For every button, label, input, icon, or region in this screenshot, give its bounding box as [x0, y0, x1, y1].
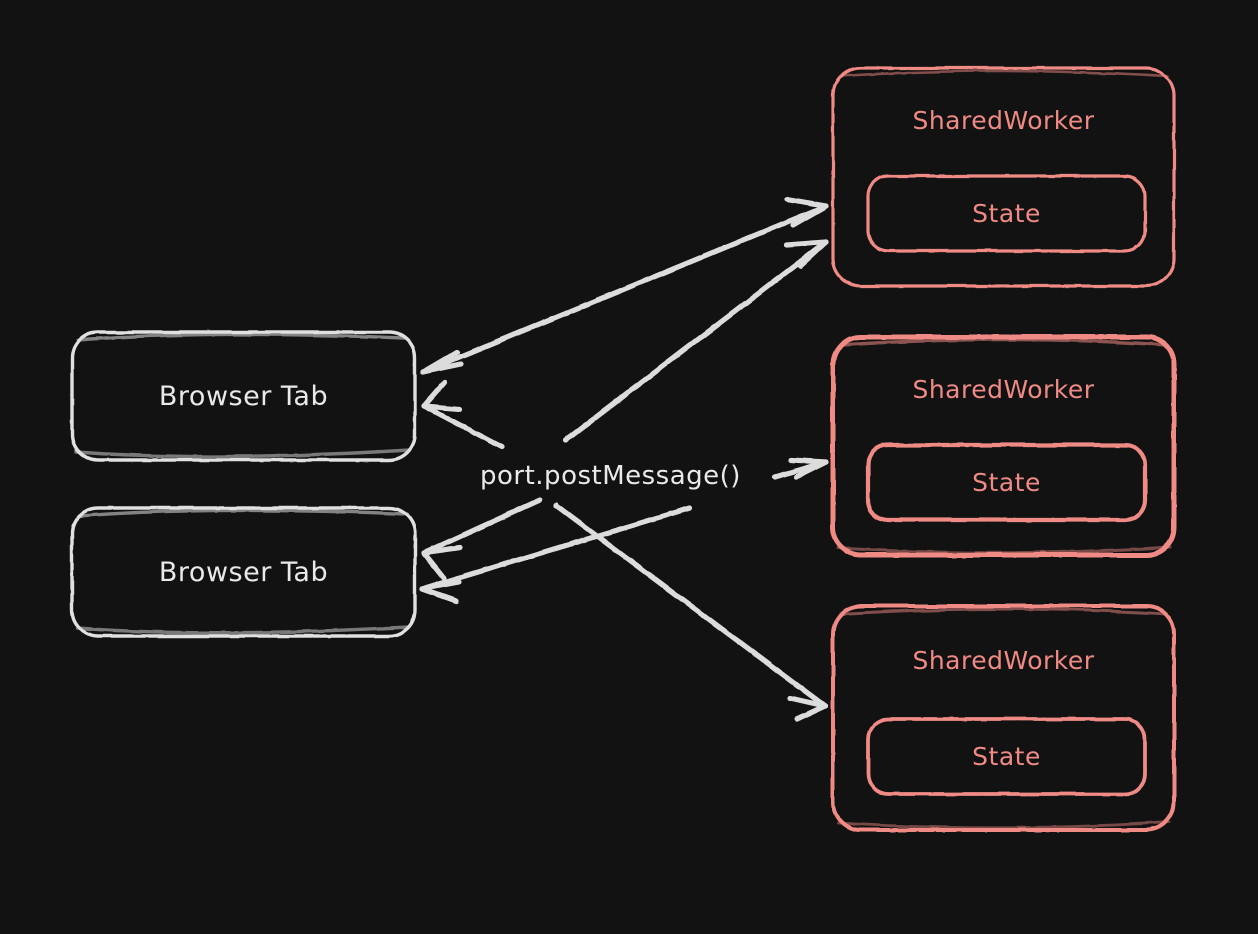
edge-hub-tab2[interactable]: [421, 497, 543, 581]
edge-worker1-tab1[interactable]: [420, 196, 829, 375]
browser-tab-1-box[interactable]: [70, 330, 417, 462]
sharedworker-1-state-box: [866, 174, 1147, 253]
edge-hub-worker3[interactable]: [553, 502, 828, 722]
sharedworker-1-box[interactable]: [831, 66, 1176, 288]
sharedworker-2-state-box: [865, 442, 1148, 523]
sharedworker-2-box[interactable]: [830, 334, 1177, 558]
sharedworker-3-state-box: [866, 717, 1147, 796]
browser-tab-2-box[interactable]: [70, 506, 417, 638]
edge-hub-worker1[interactable]: [563, 239, 829, 443]
sharedworker-3-box[interactable]: [831, 604, 1176, 832]
edge-hub-tab1[interactable]: [421, 379, 505, 450]
edge-worker3-tab2[interactable]: [419, 505, 693, 604]
edge-hub-worker2[interactable]: [772, 457, 829, 480]
